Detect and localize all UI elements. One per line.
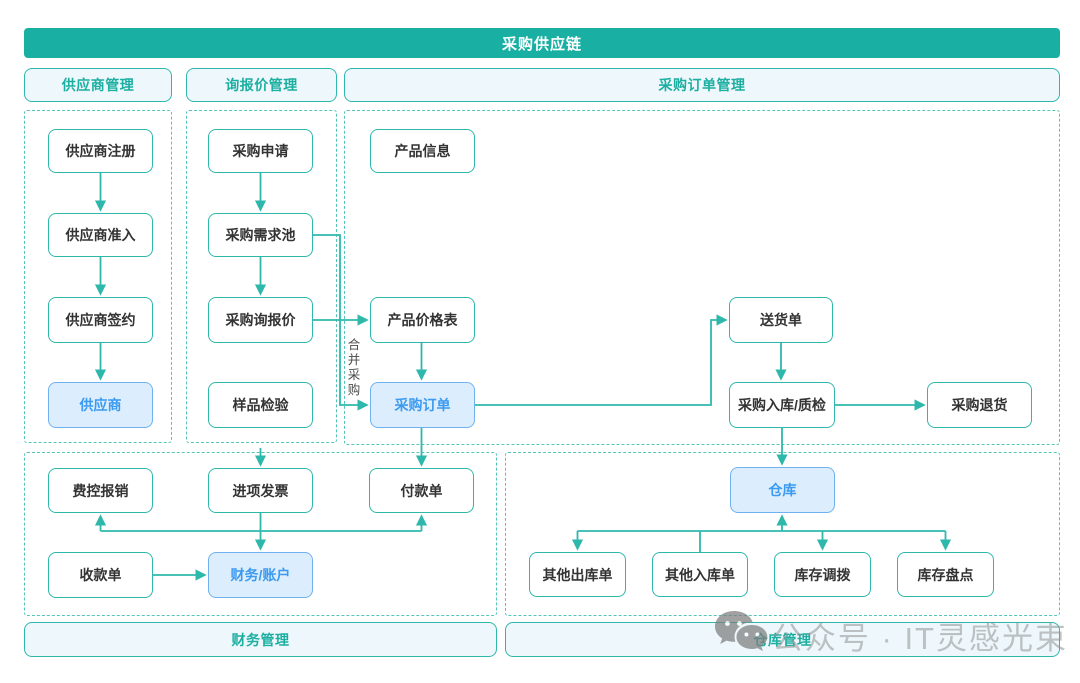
node-supplier: 供应商 [48, 382, 153, 428]
section-footer-label: 财务管理 [231, 631, 290, 648]
node-label: 费控报销 [72, 482, 129, 499]
node-label: 其他入库单 [665, 566, 735, 583]
node-label: 库存盘点 [917, 566, 974, 583]
node-receiving-qc: 采购入库/质检 [729, 382, 835, 428]
node-sample-inspection: 样品检验 [208, 382, 313, 428]
node-purchase-inquiry: 采购询报价 [208, 297, 313, 343]
node-label: 采购订单 [394, 397, 451, 413]
node-label: 采购需求池 [225, 227, 296, 243]
supplier-group-container [24, 110, 172, 443]
node-input-invoice: 进项发票 [208, 468, 313, 513]
section-header-label: 采购订单管理 [658, 77, 746, 93]
section-header-supplier-mgmt: 供应商管理 [24, 68, 172, 102]
node-label: 财务/账户 [230, 567, 291, 583]
node-label: 采购退货 [951, 397, 1008, 413]
node-label: 供应商准入 [65, 227, 136, 243]
section-header-order-mgmt: 采购订单管理 [344, 68, 1060, 102]
node-other-outbound: 其他出库单 [529, 552, 626, 597]
node-label: 样品检验 [232, 397, 289, 413]
node-label: 采购入库/质检 [738, 397, 826, 413]
node-supplier-register: 供应商注册 [48, 129, 153, 173]
node-label: 仓库 [768, 482, 797, 498]
diagram-title: 采购供应链 [501, 35, 582, 53]
node-delivery-note: 送货单 [729, 297, 833, 343]
node-purchase-return: 采购退货 [927, 382, 1032, 428]
node-payment-slip: 付款单 [369, 468, 474, 513]
section-header-label: 询报价管理 [225, 77, 298, 93]
node-expense-reimburse: 费控报销 [48, 468, 153, 513]
node-product-price: 产品价格表 [370, 297, 475, 343]
node-supplier-sign: 供应商签约 [48, 297, 153, 343]
section-footer-finance-mgmt: 财务管理 [24, 622, 497, 657]
edge-label-merge-purchase: 合并采购 [346, 338, 362, 398]
node-inventory-count: 库存盘点 [897, 552, 994, 597]
node-receipt-slip: 收款单 [48, 552, 153, 598]
node-label: 采购询报价 [225, 312, 296, 328]
node-label: 收款单 [79, 567, 122, 583]
node-label: 采购申请 [232, 143, 289, 159]
node-label: 付款单 [400, 482, 443, 499]
node-label: 供应商 [79, 397, 122, 413]
node-label: 进项发票 [232, 482, 289, 499]
node-purchase-request: 采购申请 [208, 129, 313, 173]
node-other-inbound: 其他入库单 [652, 552, 748, 597]
node-label: 供应商注册 [65, 143, 136, 159]
section-footer-warehouse-mgmt: 仓库管理 [505, 622, 1060, 657]
node-label: 其他出库单 [542, 566, 613, 583]
node-demand-pool: 采购需求池 [208, 213, 313, 257]
node-purchase-order: 采购订单 [370, 382, 475, 428]
node-label: 送货单 [760, 312, 802, 328]
node-label: 产品价格表 [387, 312, 458, 328]
node-inventory-transfer: 库存调拨 [774, 552, 871, 597]
node-finance-account: 财务/账户 [208, 552, 313, 598]
node-label: 产品信息 [394, 143, 451, 159]
node-label: 供应商签约 [65, 312, 136, 328]
node-warehouse: 仓库 [730, 467, 835, 513]
node-product-info: 产品信息 [370, 129, 475, 173]
diagram-title-bar: 采购供应链 [24, 28, 1060, 58]
section-header-quote-mgmt: 询报价管理 [186, 68, 337, 102]
node-label: 库存调拨 [794, 566, 851, 583]
section-header-label: 供应商管理 [61, 77, 135, 93]
section-footer-label: 仓库管理 [753, 631, 812, 648]
node-supplier-access: 供应商准入 [48, 213, 153, 257]
